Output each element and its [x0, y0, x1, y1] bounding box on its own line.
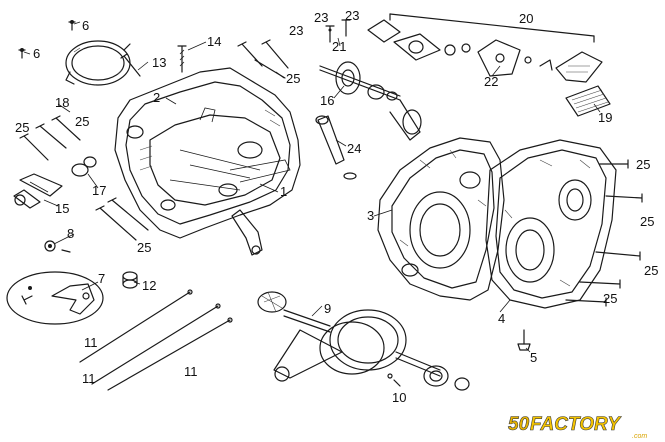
- callout-23: 23: [289, 23, 303, 38]
- callout-25: 25: [75, 114, 89, 129]
- callout-8: 8: [67, 226, 74, 241]
- callout-25: 25: [603, 291, 617, 306]
- callout-23: 23: [345, 8, 359, 23]
- callout-25: 25: [137, 240, 151, 255]
- callout-4: 4: [498, 311, 505, 326]
- part-7-lever-assembly: [6, 271, 104, 325]
- part-12-bushing: [122, 271, 138, 289]
- callout-10: 10: [392, 390, 406, 405]
- part-11-stud-rods: [79, 289, 233, 391]
- part-19-filter-screen: [565, 85, 611, 117]
- callout-1: 1: [280, 184, 287, 199]
- part-6-screws: [18, 20, 76, 59]
- callout-25: 25: [640, 214, 654, 229]
- callout-9: 9: [324, 301, 331, 316]
- part-5-drain-bolt: [517, 329, 531, 351]
- logo-domain: .com: [632, 433, 647, 440]
- part-18-cover-ring: [65, 40, 131, 86]
- callout-16: 16: [320, 93, 334, 108]
- logo-number: 50: [508, 414, 530, 435]
- bolts-right-side: [565, 159, 643, 307]
- oil-pump-group: [325, 13, 603, 83]
- callout-11: 11: [184, 364, 198, 379]
- callout-18: 18: [55, 95, 69, 110]
- callout-12: 12: [142, 278, 156, 293]
- callout-24: 24: [347, 141, 361, 156]
- callout-23: 23: [314, 10, 328, 25]
- callout-21: 21: [332, 39, 346, 54]
- callout-13: 13: [152, 55, 166, 70]
- callout-14: 14: [207, 34, 221, 49]
- callout-20: 20: [519, 11, 533, 26]
- callout-25: 25: [644, 263, 658, 278]
- callout-11: 11: [82, 371, 96, 386]
- callout-6: 6: [33, 46, 40, 61]
- callout-25: 25: [286, 71, 300, 86]
- bolts-left-side: [19, 115, 149, 241]
- callout-25: 25: [636, 157, 650, 172]
- callout-15: 15: [55, 201, 69, 216]
- brand-logo: 50 FACTORY .com: [508, 414, 648, 440]
- leader-lines: [23, 21, 601, 353]
- callout-11: 11: [84, 335, 98, 350]
- logo-wordmark: FACTORY: [530, 414, 622, 435]
- callout-7: 7: [98, 271, 105, 286]
- part-24-sensor: [315, 115, 357, 180]
- part-8-nut: [44, 240, 71, 253]
- part-17-ring: [71, 156, 97, 177]
- part-16-pump-shaft: [319, 61, 422, 141]
- part-3-crankcase-half: [377, 137, 505, 301]
- part-2-left-crankcase-cover: [114, 67, 301, 239]
- callout-labels: 6 6 13 14 25 2 18 25 25 1 17 15 8 25 7 1…: [15, 8, 658, 405]
- callout-17: 17: [92, 183, 106, 198]
- part-15-shaft: [13, 173, 63, 209]
- part-10-pin: [387, 373, 401, 387]
- bolts-top-middle: [120, 39, 289, 79]
- part-4-crankcase-half: [485, 139, 617, 309]
- callout-5: 5: [530, 350, 537, 365]
- part-9-crankshaft: [257, 291, 470, 391]
- callout-25: 25: [15, 120, 29, 135]
- callout-22: 22: [484, 74, 498, 89]
- callout-19: 19: [598, 110, 612, 125]
- callout-3: 3: [367, 208, 374, 223]
- callout-2: 2: [153, 90, 160, 105]
- part-1-kick-lever: [231, 209, 263, 256]
- callout-6: 6: [82, 18, 89, 33]
